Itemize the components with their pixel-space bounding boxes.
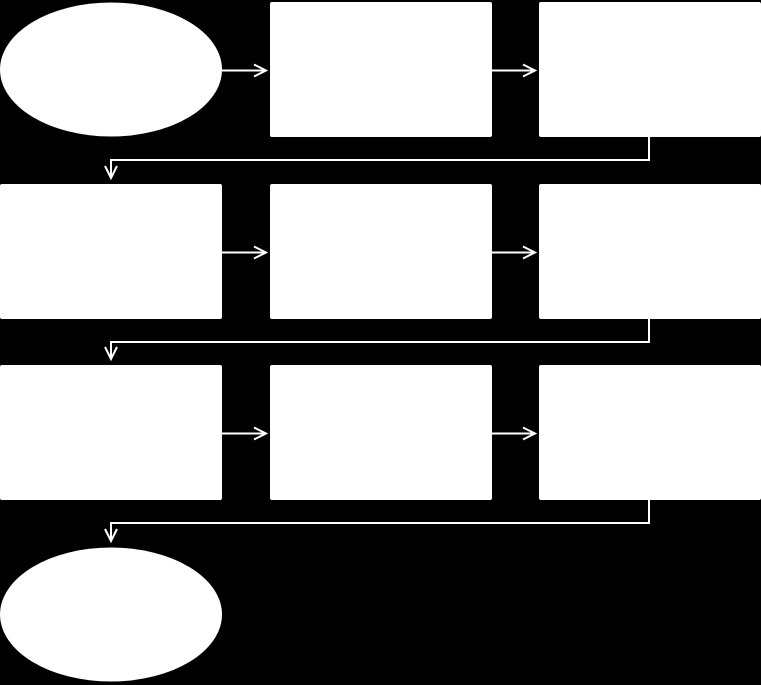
node-start	[0, 2, 222, 137]
node-end	[0, 547, 222, 682]
connectors	[111, 71, 650, 542]
node-step-1	[270, 2, 492, 137]
connector-arrow-step-5-to-step-6	[111, 319, 650, 359]
connector-arrow-step-8-to-end	[111, 500, 650, 541]
process-box-shape	[539, 184, 761, 319]
end-terminal-shape	[0, 547, 222, 682]
process-box-shape	[0, 365, 222, 500]
node-step-2	[539, 2, 761, 137]
connector-arrow-step-2-to-step-3	[111, 137, 650, 178]
process-box-shape	[270, 2, 492, 137]
node-step-4	[270, 184, 492, 319]
node-step-5	[539, 184, 761, 319]
node-step-8	[539, 365, 761, 500]
process-box-shape	[0, 184, 222, 319]
process-box-shape	[270, 184, 492, 319]
node-step-6	[0, 365, 222, 500]
process-box-shape	[539, 2, 761, 137]
process-box-shape	[539, 365, 761, 500]
start-terminal-shape	[0, 2, 222, 137]
process-box-shape	[270, 365, 492, 500]
node-step-7	[270, 365, 492, 500]
node-step-3	[0, 184, 222, 319]
